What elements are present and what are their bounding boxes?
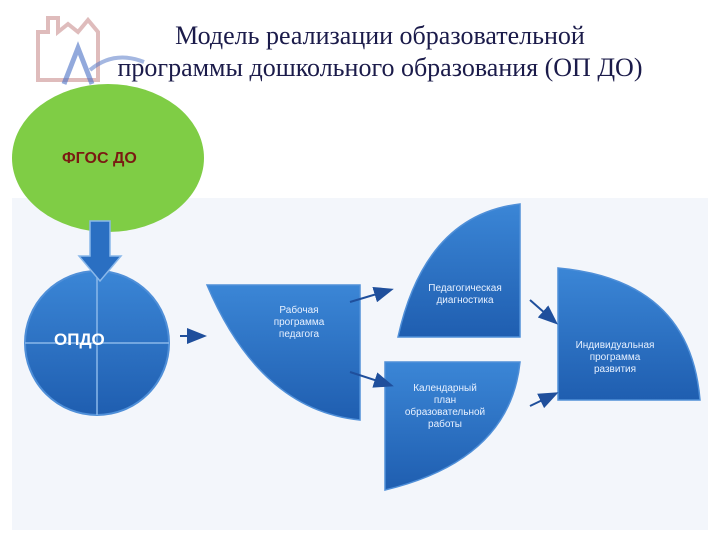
individual-program-shape [557, 267, 701, 401]
work-program-line-2: программа [273, 317, 325, 328]
ped-diagnostics-label: Педагогическая диагностика [410, 283, 520, 307]
fgos-label: ФГОС ДО [62, 150, 137, 167]
calendar-plan-label: Календарный план образовательной работы [385, 383, 505, 431]
individual-program-line-1: Индивидуальная [575, 340, 655, 351]
ped-diagnostics-line-1: Педагогическая [428, 283, 502, 294]
ped-diagnostics-line-2: диагностика [436, 295, 494, 306]
calendar-plan-line-3: образовательной [404, 407, 486, 418]
calendar-plan-shape [384, 361, 521, 491]
page-title: Модель реализации образовательной програ… [40, 20, 720, 84]
work-program-shape [205, 284, 361, 421]
down-arrow-icon [77, 220, 123, 283]
ped-diagnostics-shape [397, 203, 521, 338]
opdo-label: ОПДО [54, 330, 105, 349]
title-line-1: Модель реализации образовательной [175, 21, 585, 50]
arrow-icon [529, 299, 559, 325]
individual-program-label: Индивидуальная программа развития [560, 340, 670, 376]
calendar-plan-line-4: работы [428, 419, 462, 430]
calendar-plan-line-2: план [433, 395, 457, 406]
work-program-label: Рабочая программа педагога [254, 305, 344, 341]
arrow-icon [349, 286, 394, 303]
logo-icon [36, 16, 145, 85]
fgos-circle [12, 84, 204, 232]
arrow-icon [349, 371, 394, 388]
title-line-2: программы дошкольного образования (ОП ДО… [117, 53, 643, 82]
individual-program-line-2: программа [589, 352, 641, 363]
individual-program-line-3: развития [593, 364, 637, 375]
arrow-icon [529, 392, 559, 409]
work-program-line-1: Рабочая [279, 305, 319, 316]
work-program-line-3: педагога [278, 329, 320, 340]
calendar-plan-line-1: Календарный [413, 383, 477, 394]
